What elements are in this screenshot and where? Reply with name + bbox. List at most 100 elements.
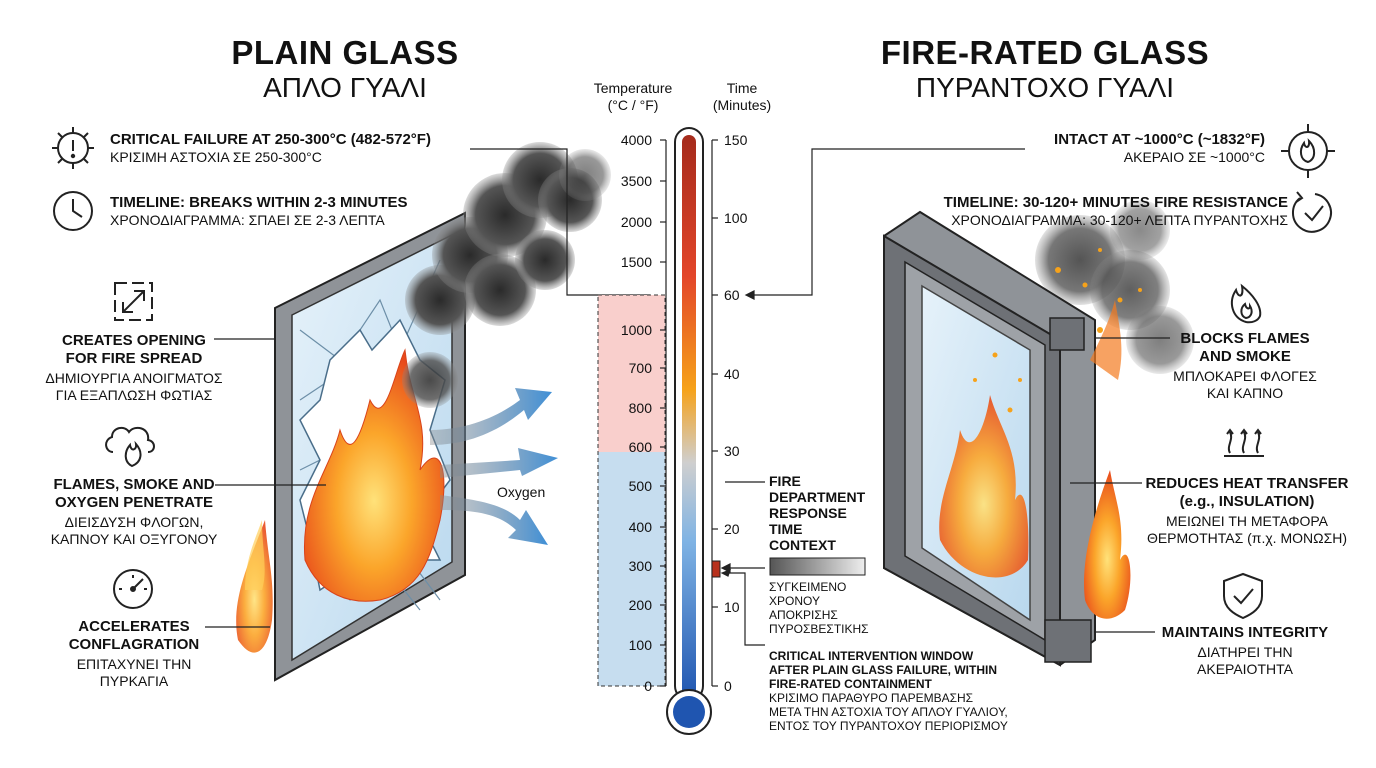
response-time-bar [769,557,866,576]
accelerates-callout: ACCELERATES CONFLAGRATION ΕΠΙΤΑΧΥΝΕΙ ΤΗΝ… [40,618,228,690]
critical-gr-line: ΚΡΙΣΙΜΟ ΠΑΡΑΘΥΡΟ ΠΑΡΕΜΒΑΣΗΣ [769,691,974,705]
critical-head-line: AFTER PLAIN GLASS FAILURE, WITHIN [769,663,997,677]
accelerates-head-2: CONFLAGRATION [68,636,200,653]
temperature-head-2: (°C / °F) [607,97,659,113]
blocks-flames-callout: BLOCKS FLAMES AND SMOKE ΜΠΛΟΚΑΡΕΙ ΦΛΟΓΕΣ… [1160,330,1330,402]
time-tick-label: 0 [724,678,732,694]
temp-tick-label: 1500 [620,254,652,270]
response-gr-line: ΑΠΟΚΡΙΣΗΣ [769,608,838,622]
center-leader-lines [720,481,765,646]
penetrate-callout: FLAMES, SMOKE AND OXYGEN PENETRATE ΔΙΕΙΣ… [40,476,228,548]
expand-arrows-icon-graphic [114,282,153,321]
integrity-gr-2: ΑΚΕΡΑΙΟΤΗΤΑ [1197,661,1293,677]
left-timeline-head: TIMELINE: BREAKS WITHIN 2-3 MINUTES [110,194,408,211]
response-time-greek: ΣΥΓΚΕΙΜΕΝΟ ΧΡΟΝΟΥ ΑΠΟΚΡΙΣΗΣ ΠΥΡΟΣΒΕΣΤΙΚΗ… [769,580,869,636]
intact-gr: ΑΚΕΡΑΙΟ ΣΕ ~1000°C [1123,149,1265,165]
fire-dept-line: DEPARTMENT [769,489,866,505]
creates-opening-head-2: FOR FIRE SPREAD [65,350,203,367]
temp-tick-label: 1000 [620,322,652,338]
time-tick-label: 20 [724,521,740,537]
creates-opening-head-1: CREATES OPENING [62,332,206,349]
critical-failure-head: CRITICAL FAILURE AT 250-300°C (482-572°F… [110,131,431,148]
right-timeline-gr: ΧΡΟΝΟΔΙΑΓΡΑΜΜΑ: 30-120+ ΛΕΠΤΑ ΠΥΡΑΝΤΟΧΗΣ [951,212,1288,228]
blocks-gr-2: ΚΑΙ ΚΑΠΝΟ [1206,385,1284,401]
temp-tick-label: 3500 [620,173,652,189]
time-tick-label: 60 [724,287,740,303]
heat-head-1: REDUCES HEAT TRANSFER [1145,475,1349,492]
temp-tick-label: 600 [628,439,652,455]
clock-icon-graphic [53,191,93,231]
fire-department-context: FIRE DEPARTMENT RESPONSE TIME CONTEXT [769,473,865,553]
accelerates-gr-2: ΠΥΡΚΑΓΙΑ [99,673,169,689]
time-tick-label: 40 [724,366,740,382]
smoke-cloud-flame-icon-graphic [105,426,155,468]
temp-tick-label: 700 [628,360,652,376]
response-gr-line: ΠΥΡΟΣΒΕΣΤΙΚΗΣ [769,622,869,636]
penetrate-head-1: FLAMES, SMOKE AND [53,476,215,493]
time-head-2: (Minutes) [712,97,772,113]
time-axis [711,139,718,687]
creates-opening-gr-2: ΓΙΑ ΕΞΑΠΛΩΣΗ ΦΩΤΙΑΣ [55,387,213,403]
plain-glass-smoke [402,142,611,408]
penetrate-head-2: OXYGEN PENETRATE [54,494,214,511]
time-tick-label: 100 [724,210,748,226]
temperature-axis [660,139,667,687]
fire-rated-title: FIRE-RATED GLASS [880,34,1210,71]
critical-gr-line: ΕΝΤΟΣ ΤΟΥ ΠΥΡΑΝΤΟΧΟΥ ΠΕΡΙΟΡΙΣΜΟΥ [769,719,1008,733]
temp-tick-label: 800 [628,400,652,416]
blocks-head-1: BLOCKS FLAMES [1180,330,1310,347]
gear-alert-icon-graphic [52,127,94,169]
critical-gr-line: ΜΕΤΑ ΤΗΝ ΑΣΤΟΧΙΑ ΤΟΥ ΑΠΛΟΥ ΓΥΑΛΙΟΥ, [769,705,1008,719]
time-axis-title: Time (Minutes) [700,80,784,114]
temperature-zones [597,294,666,687]
integrity-gr-1: ΔΙΑΤΗΡΕΙ ΤΗΝ [1197,644,1293,660]
fire-rated-subtitle: ΠΥΡΑΝΤΟΧΟ ΓΥΑΛΙ [915,72,1175,103]
intact-leader-line [744,148,1025,300]
blocks-gr-1: ΜΠΛΟΚΑΡΕΙ ΦΛΟΓΕΣ [1173,368,1317,384]
creates-opening-callout: CREATES OPENING FOR FIRE SPREAD ΔΗΜΙΟΥΡΓ… [40,332,228,404]
time-head-1: Time [726,80,758,96]
accelerates-gr-1: ΕΠΙΤΑΧΥΝΕΙ ΤΗΝ [76,656,192,672]
target-flame-icon-graphic [1281,124,1335,178]
temp-tick-label: 400 [628,519,652,535]
heat-waves-icon-graphic [1224,428,1264,457]
plain-glass-subtitle: ΑΠΛΟ ΓΥΑΛΙ [263,72,427,103]
temp-tick-label: 300 [628,558,652,574]
penetrate-gr-1: ΔΙΕΙΣΔΥΣΗ ΦΛΟΓΩΝ, [64,514,204,530]
temp-tick-label: 4000 [620,132,652,148]
time-tick-label: 150 [724,132,748,148]
plain-glass-fire [236,348,445,653]
flame-icon-graphic [1230,283,1262,324]
integrity-head: MAINTAINS INTEGRITY [1161,624,1329,641]
left-timeline-callout: TIMELINE: BREAKS WITHIN 2-3 MINUTES ΧΡΟΝ… [110,194,408,229]
right-leader-lines [1070,337,1170,633]
fire-dept-line: FIRE [769,473,801,489]
fire-dept-line: TIME [769,521,803,537]
critical-head-line: CRITICAL INTERVENTION WINDOW [769,649,974,663]
fire-dept-line: CONTEXT [769,537,836,553]
reduces-heat-callout: REDUCES HEAT TRANSFER (e.g., INSULATION)… [1142,475,1352,547]
stopwatch-check-icon-graphic [1291,191,1332,233]
right-timeline-head: TIMELINE: 30-120+ MINUTES FIRE RESISTANC… [943,194,1288,211]
critical-head-line: FIRE-RATED CONTAINMENT [769,677,932,691]
gauge-icon-graphic [113,569,153,609]
critical-failure-gr: ΚΡΙΣΙΜΗ ΑΣΤΟΧΙΑ ΣΕ 250-300°C [110,149,322,165]
plain-glass-title: PLAIN GLASS [231,34,459,71]
response-gr-line: ΣΥΓΚΕΙΜΕΝΟ [769,580,847,594]
fire-rated-window [883,200,1194,667]
intact-head: INTACT AT ~1000°C (~1832°F) [1054,131,1265,148]
oxygen-arrows [430,388,558,545]
heat-gr-2: ΘΕΡΜΟΤΗΤΑΣ (π.χ. ΜΟΝΩΣΗ) [1146,530,1348,546]
temp-tick-label: 2000 [620,214,652,230]
critical-window-marker [711,560,721,578]
temperature-axis-title: Temperature (°C / °F) [578,80,688,114]
temp-tick-label: 200 [628,597,652,613]
accelerates-head-1: ACCELERATES [78,618,190,635]
intact-callout: INTACT AT ~1000°C (~1832°F) ΑΚΕΡΑΙΟ ΣΕ ~… [960,131,1265,166]
oxygen-label: Oxygen [497,484,546,500]
penetrate-gr-2: ΚΑΠΝΟΥ ΚΑΙ ΟΞΥΓΟΝΟΥ [50,531,218,547]
temperature-head-1: Temperature [593,80,673,96]
fire-dept-line: RESPONSE [769,505,847,521]
time-tick-label: 30 [724,443,740,459]
